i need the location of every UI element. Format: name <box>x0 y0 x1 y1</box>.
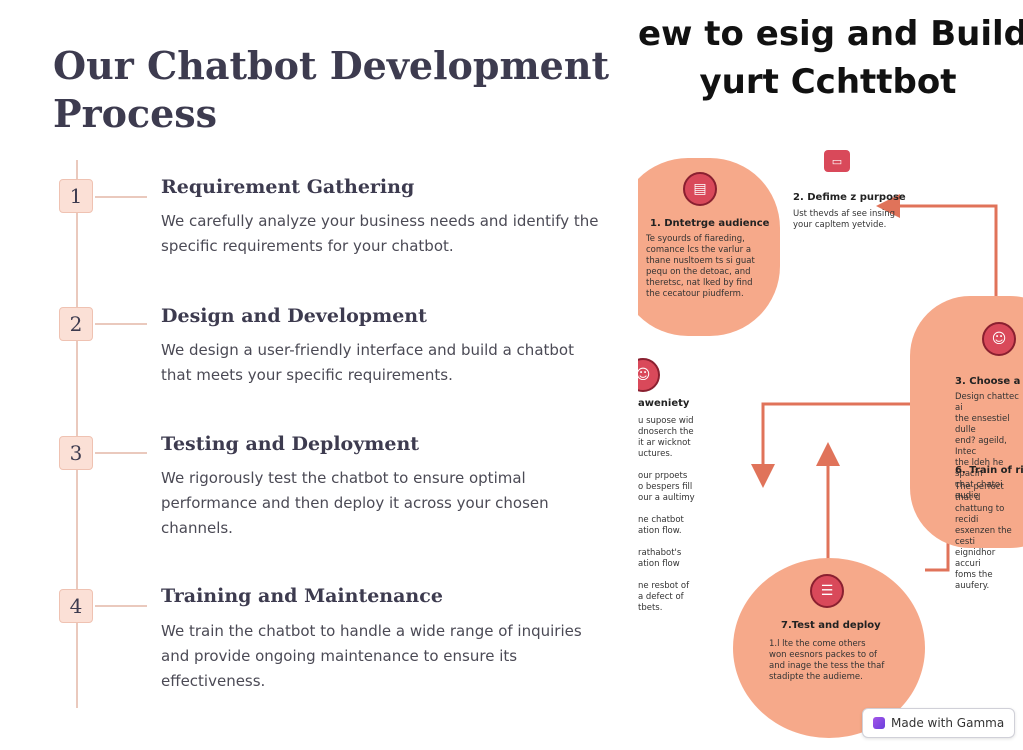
step-connector <box>95 605 147 607</box>
document-icon: ▤ <box>683 172 717 206</box>
node-title: 2. Defime z purpose <box>793 192 906 203</box>
step-description: We train the chatbot to handle a wide ra… <box>161 622 582 690</box>
page-title: Our Chatbot Development Process <box>53 43 610 136</box>
image-heading-line-1: ew to esig and Buildi <box>638 14 1023 54</box>
robot-icon: ☺ <box>982 322 1016 356</box>
image-heading-line-2: yurt Cchttbot <box>699 62 957 102</box>
timeline-line <box>76 160 78 708</box>
step-connector <box>95 323 147 325</box>
step-description: We design a user-friendly interface and … <box>161 341 574 384</box>
step-title: Design and Development <box>161 305 427 327</box>
step-number-badge: 1 <box>59 179 93 213</box>
step-connector <box>95 452 147 454</box>
step-number-badge: 4 <box>59 589 93 623</box>
step-title: Requirement Gathering <box>161 176 415 198</box>
message-icon: ☰ <box>810 574 844 608</box>
step-title: Testing and Deployment <box>161 433 420 455</box>
node-text: u supose wid dnoserch the it ar wicknot … <box>638 416 695 613</box>
node-title: 1. Dntetrge audience <box>650 218 770 229</box>
node-title: 7.Test and deploy <box>781 620 881 631</box>
badge-label: Made with Gamma <box>891 716 1005 730</box>
made-with-gamma-badge[interactable]: Made with Gamma <box>862 708 1016 738</box>
node-text: 1.l lte the come others won eesnors pack… <box>769 639 885 682</box>
step-number-badge: 2 <box>59 307 93 341</box>
chat-screen-icon: ▭ <box>824 150 850 172</box>
gamma-logo-icon <box>873 717 885 729</box>
node-title: 6. Train of ring <box>955 465 1023 476</box>
step-description: We carefully analyze your business needs… <box>161 212 599 255</box>
step-title: Training and Maintenance <box>161 585 443 607</box>
step-connector <box>95 196 147 198</box>
node-text: Ust thevds af see insing your capltem ye… <box>793 209 896 230</box>
node-title: aweniety <box>638 398 690 409</box>
step-description: We rigorously test the chatbot to ensure… <box>161 469 549 537</box>
node-text: Design chattec ai the ensestiel dulle en… <box>955 392 1019 501</box>
flowchart-image: ew to esig and Buildi yurt Cchttbot ▤ 1.… <box>638 0 1023 750</box>
node-text: The perfoct that d chattung to recidi es… <box>955 482 1012 591</box>
step-number-badge: 3 <box>59 436 93 470</box>
node-text: Te syourds of fiareding, comance lcs the… <box>646 234 755 299</box>
node-title: 3. Choose a cha <box>955 376 1023 387</box>
